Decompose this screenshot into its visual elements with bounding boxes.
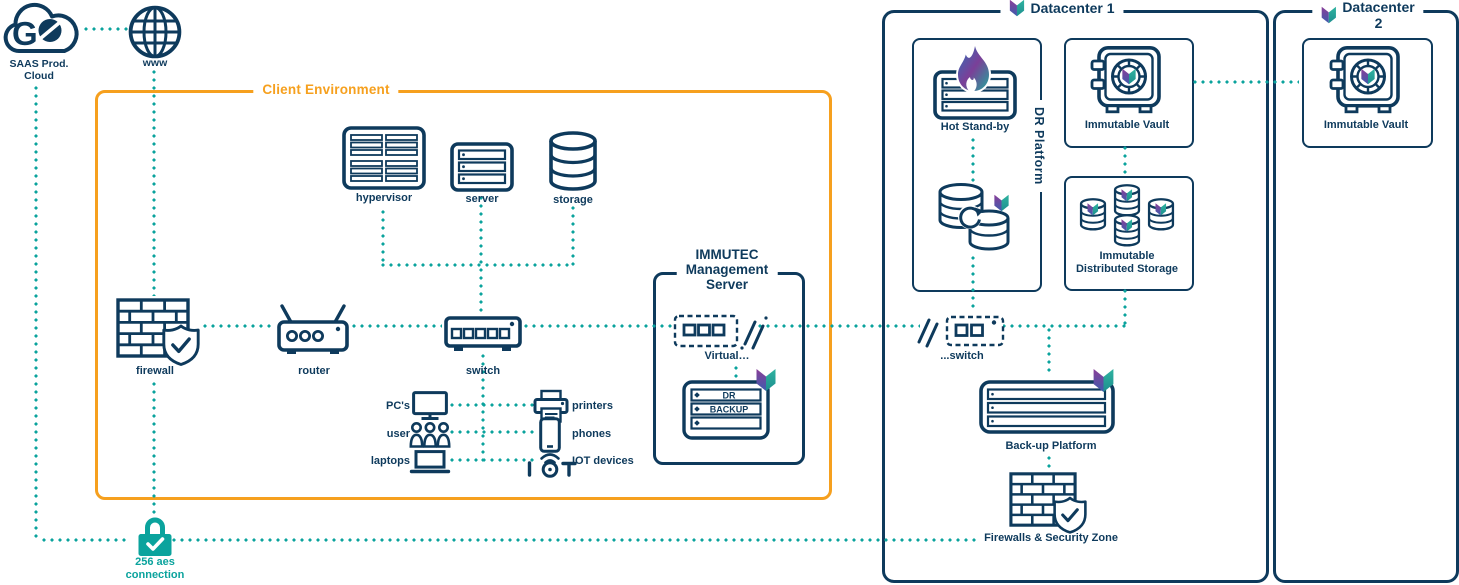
- link-router-switch: [352, 324, 442, 328]
- hot-standby-label: Hot Stand-by: [940, 121, 1010, 133]
- immutec-logo-mark: [1321, 6, 1336, 24]
- router-icon: [277, 302, 351, 356]
- dc1-virtual-switch-label: ...switch: [940, 350, 984, 362]
- firewalls-zone-label: Firewalls & Security Zone: [984, 532, 1118, 544]
- www-label: www: [142, 57, 168, 69]
- client-environment-box: [95, 90, 832, 500]
- saas-cloud-label: SAAS Prod. Cloud: [9, 58, 69, 83]
- immutable-distributed-storage-label: Immutable Distributed Storage: [1075, 250, 1179, 275]
- saas-cloud-logo-icon: G: [1, 2, 81, 60]
- immutable-vault1-box: [1064, 38, 1194, 148]
- immutec-title: IMMUTEC Management Server: [676, 247, 778, 293]
- link-switch-virtual-switch: [524, 324, 682, 328]
- virtual-switch-label: Virtual…: [704, 350, 750, 362]
- datacenter2-title: Datacenter 2: [1312, 0, 1424, 31]
- datacenter1-title: Datacenter 1: [1000, 0, 1124, 17]
- immutable-vault1-label: Immutable Vault: [1084, 119, 1170, 131]
- encryption-label: 256 aes connection: [125, 556, 185, 581]
- link-hypervisor-storage: [381, 263, 573, 267]
- router-label: router: [298, 365, 330, 377]
- link-user-phone: [450, 430, 536, 434]
- link-www-firewall: [152, 70, 156, 296]
- users-icon: [409, 420, 451, 448]
- immutable-vault2-icon: [1329, 46, 1403, 116]
- lock-icon: [136, 514, 174, 558]
- link-virtualswitch-mgmtserver: [734, 366, 738, 384]
- link-bottom-to-lock: [42, 538, 130, 542]
- distributed-storage-icon: [1071, 184, 1183, 250]
- immutec-logo-mark: [994, 194, 1009, 212]
- pcs-label: PC's: [385, 400, 410, 412]
- hot-standby-icon: [932, 45, 1018, 122]
- link-virtualswitch-dc1switch: [758, 324, 920, 328]
- immutable-distributed-storage-box: [1064, 176, 1194, 291]
- server-label: server: [465, 193, 499, 205]
- link-pc-printer: [450, 403, 536, 407]
- link-firewall-lock: [152, 382, 156, 514]
- slot-backup-label: BACKUP: [710, 405, 749, 415]
- www-globe-icon: [127, 4, 183, 60]
- storage-icon: [547, 131, 599, 191]
- dr-platform-label: DR Platform: [1032, 100, 1046, 192]
- link-lock-to-firewalls-zone: [172, 538, 978, 542]
- laptops-label: laptops: [370, 455, 410, 467]
- link-hotstandby-replstorage: [971, 138, 975, 182]
- immutable-vault1-icon: [1090, 46, 1164, 116]
- smartphone-icon: [539, 417, 561, 453]
- dc1-virtual-switch-icon: [915, 304, 1005, 352]
- link-replstorage-dc1switch: [971, 256, 975, 308]
- logo-letter-g: G: [12, 15, 38, 52]
- immutable-vault2-label: Immutable Vault: [1323, 119, 1409, 131]
- link-backup-firewallszone: [1047, 456, 1051, 474]
- backup-platform-label: Back-up Platform: [1005, 440, 1097, 452]
- link-storage-down: [571, 206, 575, 266]
- link-vault1-diststorage: [1123, 146, 1127, 174]
- backup-platform-icon: [979, 366, 1125, 440]
- link-dc1switch-right: [1002, 324, 1126, 328]
- link-hypervisor-down: [381, 210, 385, 266]
- link-vault1-vault2: [1193, 80, 1299, 84]
- link-cloud-www: [84, 27, 128, 31]
- immutec-logo-mark: [1009, 0, 1025, 17]
- management-server-icon: DR BACKUP: [678, 368, 780, 446]
- datacenter1-title-text: Datacenter 1: [1030, 0, 1115, 16]
- firewall-label: firewall: [136, 365, 174, 377]
- client-environment-title: Client Environment: [253, 82, 399, 97]
- link-bus-backupplatform: [1047, 328, 1051, 374]
- link-cloud-bottom: [34, 86, 38, 538]
- iot-devices-label: IOT devices: [572, 455, 634, 467]
- immutable-vault2-box: [1302, 38, 1433, 148]
- laptop-icon: [409, 450, 451, 474]
- datacenter2-title-text: Datacenter 2: [1342, 0, 1415, 31]
- slot-dr-label: DR: [723, 391, 736, 401]
- printers-label: printers: [572, 400, 613, 412]
- link-diststorage-bus: [1123, 289, 1127, 327]
- replication-storage-icon: [934, 180, 1016, 256]
- virtual-switch-icon: [673, 304, 771, 354]
- storage-label: storage: [553, 194, 593, 206]
- hypervisor-icon: [342, 126, 426, 190]
- hypervisor-label: hypervisor: [355, 192, 413, 204]
- desktop-pc-icon: [412, 391, 448, 421]
- user-label: user: [386, 428, 410, 440]
- firewall-icon: [116, 296, 204, 368]
- iot-icon: [526, 448, 577, 478]
- link-laptop-iot: [450, 458, 536, 462]
- switch-label: switch: [465, 365, 501, 377]
- link-switch-devices: [481, 354, 485, 464]
- link-firewall-router: [203, 324, 275, 328]
- switch-icon: [444, 313, 522, 353]
- phones-label: phones: [572, 428, 612, 440]
- firewalls-zone-icon: [1009, 472, 1093, 534]
- link-server-switch: [479, 196, 483, 314]
- server-icon: [450, 142, 514, 192]
